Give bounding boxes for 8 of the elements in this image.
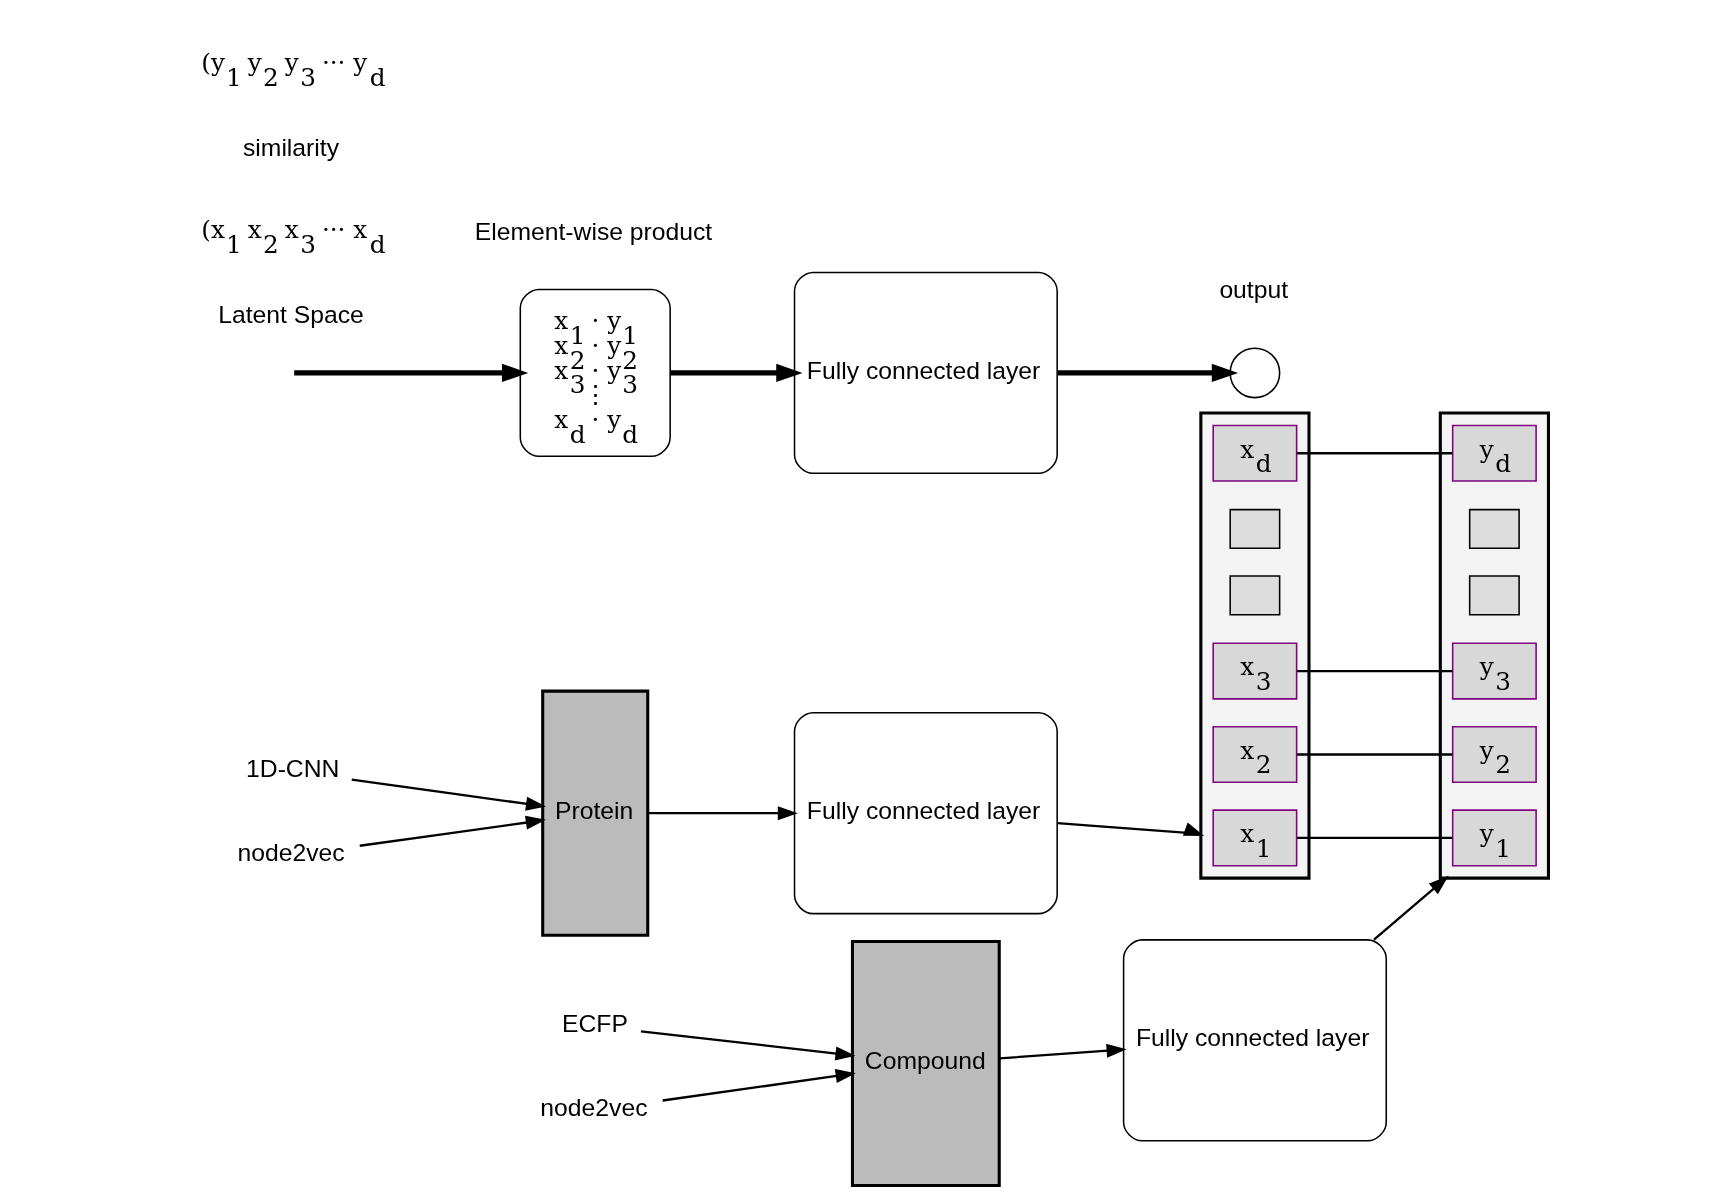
label: similarity xyxy=(242,134,339,162)
node-text: node2vec xyxy=(237,838,345,866)
node-text: 1D-CNN xyxy=(245,755,339,783)
node-label: Element-wise product xyxy=(474,217,712,245)
node-text: node2vec xyxy=(539,1093,648,1121)
label: Latent Space xyxy=(217,301,364,329)
node-text: ECFP xyxy=(561,1010,628,1038)
node-label: output xyxy=(1218,276,1288,304)
